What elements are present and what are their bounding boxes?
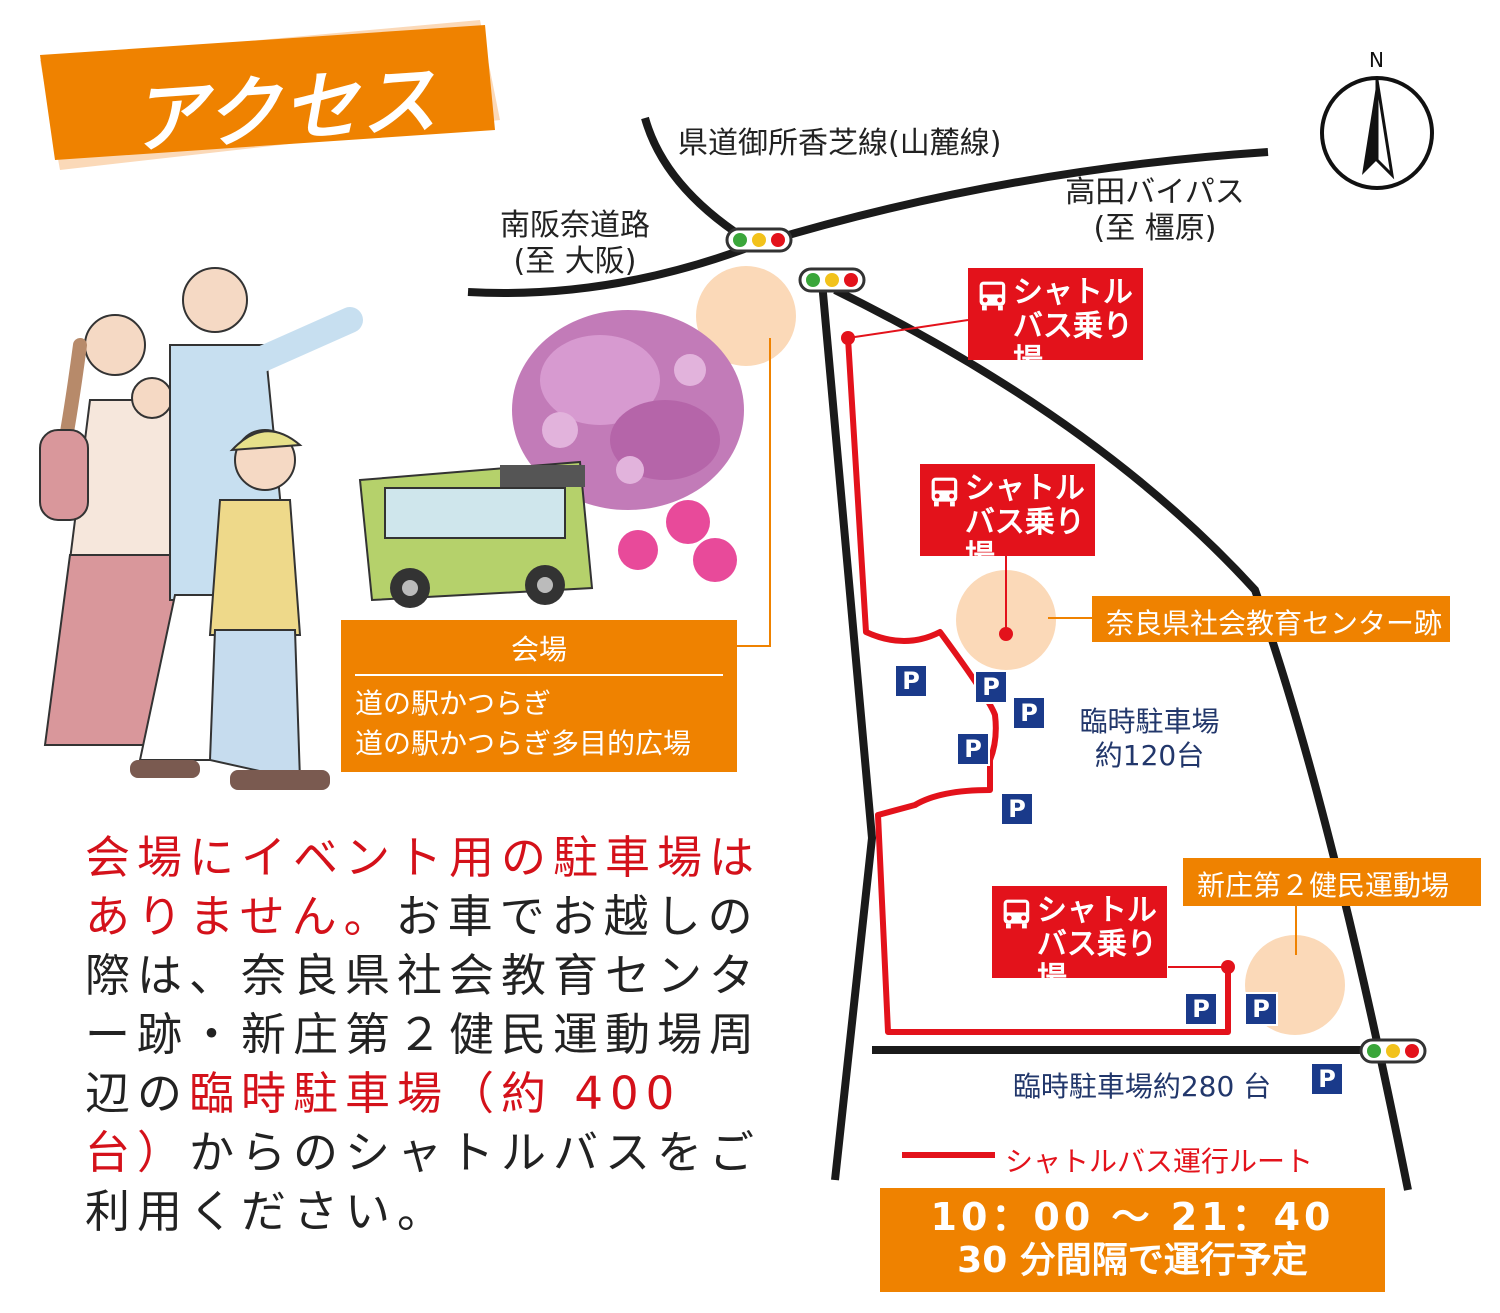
shuttle-route [845, 337, 1231, 1035]
phlox-photo [512, 310, 744, 510]
bus-icon [979, 281, 1006, 311]
parking-icon: P [1244, 992, 1278, 1026]
parking-icon: P [1184, 992, 1218, 1026]
road-diagonal [833, 286, 1412, 1191]
family-illustration [39, 267, 363, 790]
operating-interval: 30 分間隔で運行予定 [957, 1240, 1308, 1281]
minami-hanna-label: 南阪奈道路 (至 大阪) [500, 208, 650, 279]
compass-north-label: N [1369, 48, 1384, 72]
venue-header: 会場 [355, 628, 723, 676]
shuttle-bus-stop-2: シャトルバス乗り場 [920, 464, 1095, 574]
traffic-light-2 [798, 267, 866, 293]
parking-icon: P [1012, 696, 1046, 730]
operating-hours: 10：00 ～ 21：40 [930, 1195, 1335, 1239]
shuttle-bus-stop-3: シャトルバス乗り場 [992, 886, 1167, 996]
takada-bypass-label: 高田バイパス (至 橿原) [1065, 175, 1245, 246]
bus-illustration [358, 460, 594, 608]
bus-icon [1003, 899, 1030, 929]
bus-icon [931, 477, 958, 507]
parking-icon: P [1000, 792, 1034, 826]
traffic-light-3 [1359, 1038, 1427, 1064]
parking-icon: P [974, 670, 1008, 704]
road-main-west [818, 281, 877, 1181]
notice-no-parking: 会場にイベント用の駐車場はありません。 [85, 831, 762, 943]
temporary-parking-280-label: 臨時駐車場約280 台 [1012, 1070, 1272, 1103]
notice-car-access: お車でお越しの際は、奈良県社会教育センター跡・新庄第２健民運動場周辺の [85, 890, 762, 1120]
notice-temp-parking: 臨時駐車場（約 400 台） [85, 1067, 682, 1179]
schedule-box: 10：00 ～ 21：40 30 分間隔で運行予定 [880, 1188, 1385, 1292]
parking-notice: 会場にイベント用の駐車場はありません。お車でお越しの際は、奈良県社会教育センター… [85, 828, 775, 1241]
parking-icon: P [1310, 1062, 1344, 1096]
venue-name-2: 道の駅かつらぎ多目的広場 [355, 727, 692, 760]
education-center-label: 奈良県社会教育センター跡 [1092, 596, 1450, 642]
flower-icon-group [618, 500, 737, 582]
parking-icon: P [956, 732, 990, 766]
temporary-parking-120-label: 臨時駐車場 約120台 [1079, 705, 1220, 772]
parking-icon: P [894, 664, 928, 698]
shinjo-ground-label: 新庄第２健民運動場 [1183, 858, 1481, 906]
notice-shuttle: からのシャトルバスをご利用ください。 [85, 1126, 762, 1238]
prefectural-road-label: 県道御所香芝線(山麓線) [678, 126, 1002, 161]
compass-icon [1320, 76, 1434, 190]
traffic-light-1 [725, 227, 793, 253]
venue-name-1: 道の駅かつらぎ [355, 687, 552, 720]
shuttle-route-legend: シャトルバス運行ルート [1005, 1145, 1314, 1178]
title-banner [40, 20, 500, 170]
venue-box: 会場 道の駅かつらぎ 道の駅かつらぎ多目的広場 [341, 620, 737, 772]
shuttle-bus-stop-1: シャトルバス乗り場 [968, 268, 1143, 378]
